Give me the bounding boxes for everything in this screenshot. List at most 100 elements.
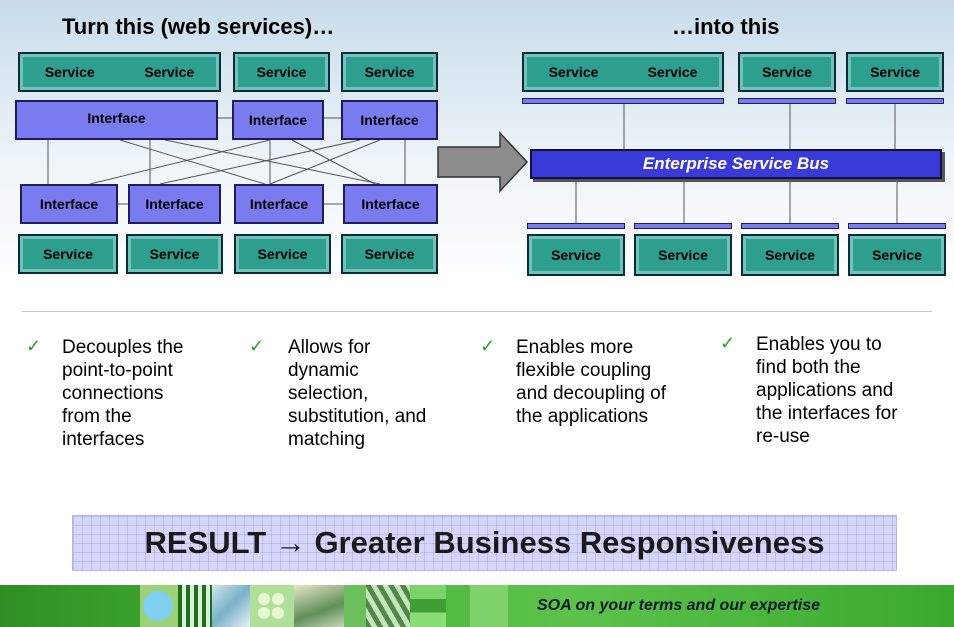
bullet-line: point-to-point xyxy=(62,360,173,381)
service-label: Service xyxy=(144,64,195,80)
bullet-4: Enables you to find both the application… xyxy=(756,333,898,448)
enterprise-service-bus: Enterprise Service Bus xyxy=(530,149,942,179)
service-box: Service xyxy=(848,234,946,276)
dot-graphic xyxy=(258,607,270,619)
service-label: Service xyxy=(364,246,415,262)
service-box: Service xyxy=(527,234,625,276)
bullet-line: re-use xyxy=(756,426,810,447)
interface-box: Interface xyxy=(341,100,438,140)
service-label: Service xyxy=(548,64,599,80)
service-box-double: Service Service xyxy=(18,52,221,92)
bullet-line: matching xyxy=(288,429,366,450)
footer-tile xyxy=(410,585,446,627)
service-label: Service xyxy=(44,64,95,80)
interface-bar xyxy=(741,223,839,229)
service-label: Service xyxy=(149,246,200,262)
service-box: Service xyxy=(738,52,836,92)
interface-box: Interface xyxy=(343,184,438,224)
footer-band xyxy=(0,585,954,627)
service-box: Service xyxy=(18,234,118,274)
footer-tagline: SOA on your terms and our expertise xyxy=(537,597,821,614)
interface-box-wide: Interface xyxy=(15,100,218,140)
interface-label: Interface xyxy=(361,196,420,212)
interface-bar xyxy=(848,223,946,229)
bullet-line: find both the xyxy=(756,357,861,378)
bullet-line: substitution, and xyxy=(288,406,427,427)
heading-left: Turn this (web services)… xyxy=(62,14,335,39)
bullet-line: flexible coupling xyxy=(516,360,652,381)
bullet-line: applications and xyxy=(756,380,894,401)
service-label: Service xyxy=(658,247,708,263)
circle-graphic xyxy=(143,591,173,621)
service-box: Service xyxy=(634,234,732,276)
checkmark-icon: ✓ xyxy=(720,333,736,353)
footer-tile xyxy=(250,585,294,627)
dot-graphic xyxy=(272,593,284,605)
bullet-line: Enables you to xyxy=(756,334,882,355)
interface-label: Interface xyxy=(249,196,309,212)
checkmark-icon: ✓ xyxy=(249,336,265,356)
bullet-line: dynamic xyxy=(288,360,359,381)
service-label: Service xyxy=(364,64,415,80)
interface-bar xyxy=(634,223,732,229)
bullet-line: Decouples the xyxy=(62,337,184,358)
service-label: Service xyxy=(551,247,601,263)
service-label: Service xyxy=(870,64,920,80)
bullet-line: from the xyxy=(62,406,132,427)
service-label: Service xyxy=(762,64,812,80)
interface-label: Interface xyxy=(248,112,308,128)
service-box: Service xyxy=(846,52,944,92)
interface-box: Interface xyxy=(20,184,118,224)
interface-bar xyxy=(522,98,724,104)
bullet-1: Decouples the point-to-point connections… xyxy=(62,336,183,451)
interface-bar xyxy=(738,98,836,104)
bullet-line: Allows for xyxy=(288,337,371,358)
service-label: Service xyxy=(256,64,307,80)
bullet-2: Allows for dynamic selection, substituti… xyxy=(288,336,426,451)
interface-bar xyxy=(527,223,625,229)
service-label: Service xyxy=(43,246,93,262)
service-box: Service xyxy=(234,234,331,274)
service-label: Service xyxy=(647,64,698,80)
bullet-line: the interfaces for xyxy=(756,403,898,424)
footer-tile xyxy=(470,585,508,627)
service-box: Service xyxy=(341,234,438,274)
divider xyxy=(22,311,932,312)
service-box: Service xyxy=(341,52,438,92)
interface-label: Interface xyxy=(39,196,99,212)
checkmark-icon: ✓ xyxy=(480,336,496,356)
checkmark-icon: ✓ xyxy=(26,336,42,356)
bullet-line: Enables more xyxy=(516,337,634,358)
service-label: Service xyxy=(765,247,815,263)
interface-box: Interface xyxy=(234,184,324,224)
service-box: Service xyxy=(233,52,330,92)
bullet-line: selection, xyxy=(288,383,369,404)
result-banner: RESULT → Greater Business Responsiveness xyxy=(72,515,897,571)
service-label: Service xyxy=(257,246,308,262)
footer-tile xyxy=(140,585,178,627)
connector-lines xyxy=(47,104,898,223)
bullet-line: interfaces xyxy=(62,429,145,450)
interface-label: Interface xyxy=(360,112,419,128)
heading-right: …into this xyxy=(672,14,780,39)
service-box: Service xyxy=(741,234,839,276)
footer-tile xyxy=(294,585,344,627)
footer-tile xyxy=(212,585,250,627)
interface-box: Interface xyxy=(232,100,324,140)
interface-box: Interface xyxy=(128,184,221,224)
service-box-double: Service Service xyxy=(522,52,724,92)
dot-graphic xyxy=(272,607,284,619)
bullet-line: connections xyxy=(62,383,164,404)
interface-label: Interface xyxy=(145,196,204,212)
interface-bar xyxy=(846,98,944,104)
dot-graphic xyxy=(258,593,270,605)
bullet-line: the applications xyxy=(516,406,649,427)
bullet-3: Enables more flexible coupling and decou… xyxy=(516,336,666,428)
bullet-line: and decoupling of xyxy=(516,383,667,404)
footer-tile xyxy=(366,585,410,627)
interface-label: Interface xyxy=(87,110,146,126)
footer-tile xyxy=(178,585,212,627)
service-label: Service xyxy=(872,247,922,263)
transform-arrow xyxy=(437,131,529,193)
footer-tile xyxy=(344,585,366,627)
